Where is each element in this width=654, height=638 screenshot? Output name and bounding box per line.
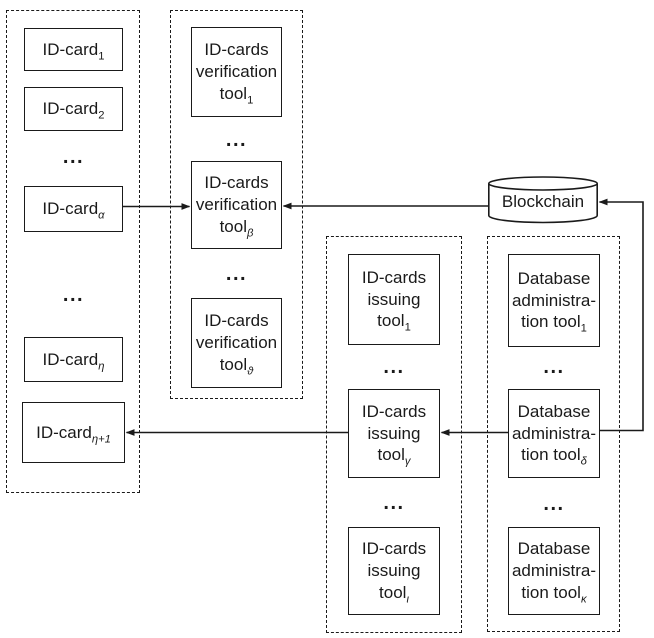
- box-subscript: δ: [580, 455, 587, 468]
- verification-tool-beta-box: ID-cards verification toolβ: [191, 161, 282, 249]
- issuing-tool-1-box: ID-cards issuing tool1: [348, 254, 440, 345]
- box-label-line: administra-: [511, 561, 597, 581]
- box-label: ID-cardη: [42, 349, 105, 373]
- issuing-tools-group-frame: [326, 236, 462, 633]
- box-subscript: 1: [404, 321, 411, 334]
- box-label-line: issuing: [367, 561, 421, 581]
- box-label-text: ID-card: [42, 39, 99, 59]
- box-label-line: toolι: [379, 582, 409, 606]
- box-label-text: tion tool: [521, 312, 581, 332]
- admin-tools-group-frame: [487, 236, 620, 632]
- box-label-text: tool: [377, 445, 405, 465]
- verification-tools-group-frame: [170, 10, 303, 399]
- ellipsis: ...: [62, 146, 85, 168]
- box-subscript: 1: [247, 94, 254, 107]
- id-card-eta-box: ID-cardη: [24, 337, 123, 382]
- box-subscript: η: [98, 360, 105, 373]
- box-subscript: 1: [98, 50, 105, 63]
- ellipsis: ...: [383, 492, 405, 514]
- ellipsis: ...: [225, 263, 248, 285]
- admin-tool-delta-box: Database administra- tion toolδ: [508, 389, 600, 478]
- id-card-2-box: ID-card2: [24, 87, 123, 131]
- box-label-text: ID-card: [36, 422, 92, 442]
- box-label-text: tool: [377, 311, 405, 331]
- box-label-line: Database: [517, 539, 591, 559]
- box-label-text: ID-card: [42, 349, 99, 369]
- id-cards-group-frame: [6, 10, 140, 493]
- box-label-text: tool: [219, 83, 248, 103]
- box-label: ID-cardα: [42, 198, 105, 222]
- box-label-line: tion toolκ: [521, 582, 587, 606]
- ellipsis: ...: [543, 493, 565, 515]
- box-subscript: 2: [98, 109, 105, 122]
- blockchain-label: Blockchain: [501, 192, 585, 211]
- box-label: ID-cardη+1: [36, 422, 111, 446]
- box-subscript: ϑ: [247, 365, 254, 378]
- box-label-line: administra-: [511, 290, 597, 310]
- box-label-line: toolγ: [377, 444, 411, 468]
- box-label-line: Database: [517, 268, 591, 288]
- box-label-text: tool: [379, 582, 407, 602]
- ellipsis: ...: [225, 129, 248, 151]
- box-label-line: ID-cards: [204, 173, 269, 193]
- box-label-line: tool1: [219, 83, 254, 107]
- box-label-line: tion tool1: [521, 311, 587, 335]
- issuing-tool-gamma-box: ID-cards issuing toolγ: [348, 389, 440, 478]
- box-label-text: tool: [219, 354, 248, 374]
- box-label-text: ID-card: [42, 199, 99, 219]
- admin-tool-kappa-box: Database administra- tion toolκ: [508, 527, 600, 615]
- box-label-line: verification: [195, 333, 278, 353]
- box-label-text: tion tool: [521, 582, 581, 602]
- box-label-line: tool1: [377, 310, 411, 334]
- admin-tool-1-box: Database administra- tion tool1: [508, 254, 600, 347]
- box-label-line: ID-cards: [204, 311, 269, 331]
- box-subscript: β: [247, 227, 254, 240]
- box-subscript: ι: [406, 593, 409, 606]
- box-label-text: ID-card: [42, 99, 99, 119]
- box-label-line: Database: [517, 401, 591, 421]
- box-label: ID-card1: [42, 39, 105, 63]
- ellipsis: ...: [543, 356, 565, 378]
- box-label-line: verification: [195, 62, 278, 82]
- box-label-line: issuing: [367, 423, 421, 443]
- box-subscript: η+1: [91, 433, 111, 446]
- issuing-tool-iota-box: ID-cards issuing toolι: [348, 527, 440, 615]
- box-label-line: ID-cards: [361, 267, 427, 287]
- box-label-line: toolβ: [219, 216, 254, 240]
- id-card-alpha-box: ID-cardα: [24, 186, 123, 232]
- box-label-line: verification: [195, 195, 278, 215]
- id-card-eta-plus-1-box: ID-cardη+1: [22, 402, 125, 463]
- verification-tool-theta-box: ID-cards verification toolϑ: [191, 298, 282, 388]
- ellipsis: ...: [383, 356, 405, 378]
- ellipsis: ...: [62, 284, 85, 306]
- box-label-line: administra-: [511, 423, 597, 443]
- verification-tool-1-box: ID-cards verification tool1: [191, 27, 282, 117]
- box-subscript: γ: [404, 455, 411, 468]
- box-label-text: tion tool: [521, 445, 581, 465]
- box-label-line: ID-cards: [204, 40, 269, 60]
- id-card-1-box: ID-card1: [24, 28, 123, 71]
- box-subscript: α: [98, 209, 105, 222]
- box-label-line: toolϑ: [219, 354, 254, 378]
- box-label-line: issuing: [367, 289, 421, 309]
- box-subscript: κ: [580, 593, 587, 606]
- box-label-line: tion toolδ: [521, 444, 587, 468]
- box-label: ID-card2: [42, 98, 105, 122]
- box-label-text: tool: [219, 216, 247, 236]
- box-subscript: 1: [580, 322, 587, 335]
- box-label-line: ID-cards: [361, 539, 427, 559]
- box-label-line: ID-cards: [361, 401, 427, 421]
